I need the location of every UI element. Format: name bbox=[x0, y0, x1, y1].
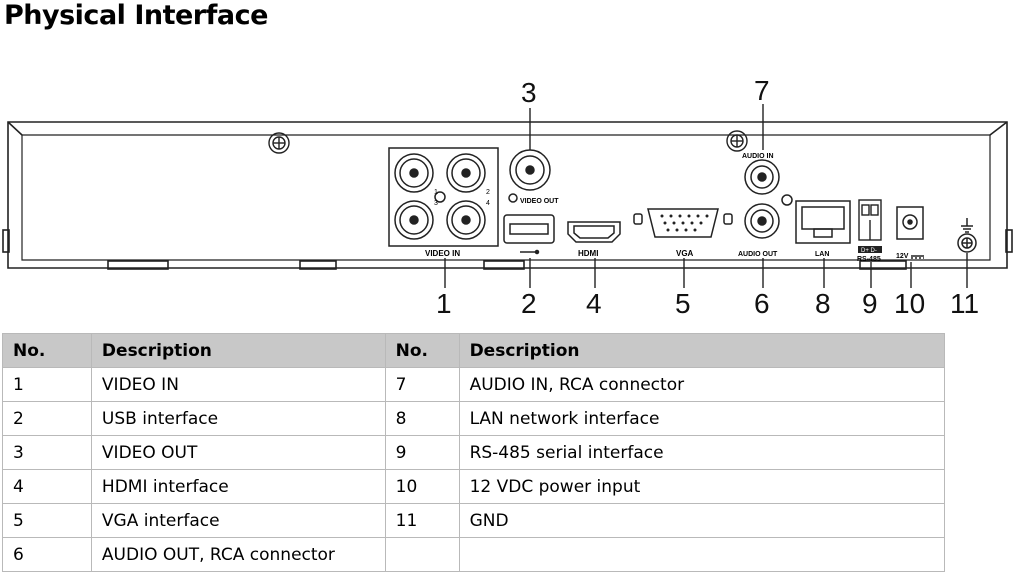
callout-2: 2 bbox=[521, 288, 537, 319]
interface-table: No. Description No. Description 1 VIDEO … bbox=[2, 333, 946, 572]
table-header-row: No. Description No. Description bbox=[2, 333, 946, 368]
header-description-left: Description bbox=[90, 333, 386, 368]
cell-description: USB interface bbox=[90, 401, 386, 436]
table-row: 6 AUDIO OUT, RCA connector bbox=[2, 537, 946, 572]
cell-no bbox=[384, 537, 460, 572]
cell-no: 6 bbox=[2, 537, 92, 572]
callout-9: 9 bbox=[862, 288, 878, 319]
video-in-connectors bbox=[388, 147, 499, 247]
cell-description: RS-485 serial interface bbox=[458, 435, 946, 470]
vga-pins bbox=[660, 214, 709, 232]
cell-description: HDMI interface bbox=[90, 469, 386, 504]
cell-description: AUDIO IN, RCA connector bbox=[458, 367, 946, 402]
screw-left bbox=[268, 132, 290, 154]
callout-8: 8 bbox=[815, 288, 831, 319]
screw-right bbox=[726, 130, 748, 152]
audio-out-label: AUDIO OUT bbox=[738, 251, 778, 258]
cell-no: 8 bbox=[384, 401, 460, 436]
cell-description bbox=[458, 537, 946, 572]
page-title: Physical Interface bbox=[4, 0, 268, 31]
power-label: 12V bbox=[896, 253, 909, 260]
table-row: 4 HDMI interface 10 12 VDC power input bbox=[2, 469, 946, 504]
cell-description: 12 VDC power input bbox=[458, 469, 946, 504]
audio-out-connector bbox=[744, 194, 793, 239]
cell-description: LAN network interface bbox=[458, 401, 946, 436]
audio-in-connector bbox=[744, 159, 780, 195]
header-description-right: Description bbox=[458, 333, 946, 368]
vga-port bbox=[633, 208, 733, 238]
cell-description: VIDEO OUT bbox=[90, 435, 386, 470]
rs485-pins-label: D+ D- bbox=[861, 248, 877, 254]
lan-label: LAN bbox=[815, 251, 829, 258]
power-jack bbox=[896, 206, 924, 259]
hdmi-port bbox=[567, 221, 621, 243]
ground-terminal bbox=[957, 218, 977, 253]
video-out-connector bbox=[508, 149, 551, 203]
cell-no: 11 bbox=[384, 503, 460, 538]
callout-4: 4 bbox=[586, 288, 602, 319]
cell-no: 7 bbox=[384, 367, 460, 402]
rs485-terminal bbox=[858, 199, 882, 241]
cell-no: 5 bbox=[2, 503, 92, 538]
table-row: 2 USB interface 8 LAN network interface bbox=[2, 401, 946, 436]
callout-6: 6 bbox=[754, 288, 770, 319]
header-no-right: No. bbox=[384, 333, 460, 368]
audio-in-label: AUDIO IN bbox=[742, 153, 774, 160]
vga-label: VGA bbox=[676, 249, 694, 258]
rear-panel-diagram: 1 3 2 4 VIDEO IN VIDEO OUT HDMI VGA AUDI… bbox=[2, 75, 1013, 319]
cell-description: VGA interface bbox=[90, 503, 386, 538]
cell-no: 2 bbox=[2, 401, 92, 436]
lan-port bbox=[795, 200, 851, 244]
callout-10: 10 bbox=[894, 288, 925, 319]
cell-no: 10 bbox=[384, 469, 460, 504]
video-out-label: VIDEO OUT bbox=[520, 198, 559, 205]
callout-11: 11 bbox=[950, 288, 979, 319]
cell-description: VIDEO IN bbox=[90, 367, 386, 402]
cell-no: 4 bbox=[2, 469, 92, 504]
ch2-label: 2 bbox=[486, 189, 490, 196]
cell-no: 3 bbox=[2, 435, 92, 470]
ch3-label: 3 bbox=[434, 200, 438, 207]
video-in-label: VIDEO IN bbox=[425, 249, 460, 258]
cell-no: 1 bbox=[2, 367, 92, 402]
rs485-pin-box bbox=[858, 246, 882, 253]
callout-leaders bbox=[444, 104, 968, 288]
table-row: 5 VGA interface 11 GND bbox=[2, 503, 946, 538]
rs485-label: RS-485 bbox=[857, 256, 881, 263]
ch1-label: 1 bbox=[434, 189, 438, 196]
ch4-label: 4 bbox=[486, 200, 490, 207]
callout-7: 7 bbox=[754, 75, 770, 106]
table-row: 1 VIDEO IN 7 AUDIO IN, RCA connector bbox=[2, 367, 946, 402]
hdmi-label: HDMI bbox=[578, 249, 598, 258]
usb-port bbox=[503, 214, 555, 255]
cell-description: GND bbox=[458, 503, 946, 538]
header-no-left: No. bbox=[2, 333, 92, 368]
callout-1: 1 bbox=[436, 288, 452, 319]
table-row: 3 VIDEO OUT 9 RS-485 serial interface bbox=[2, 435, 946, 470]
callout-5: 5 bbox=[675, 288, 691, 319]
callout-3: 3 bbox=[521, 77, 537, 108]
cell-no: 9 bbox=[384, 435, 460, 470]
cell-description: AUDIO OUT, RCA connector bbox=[90, 537, 386, 572]
